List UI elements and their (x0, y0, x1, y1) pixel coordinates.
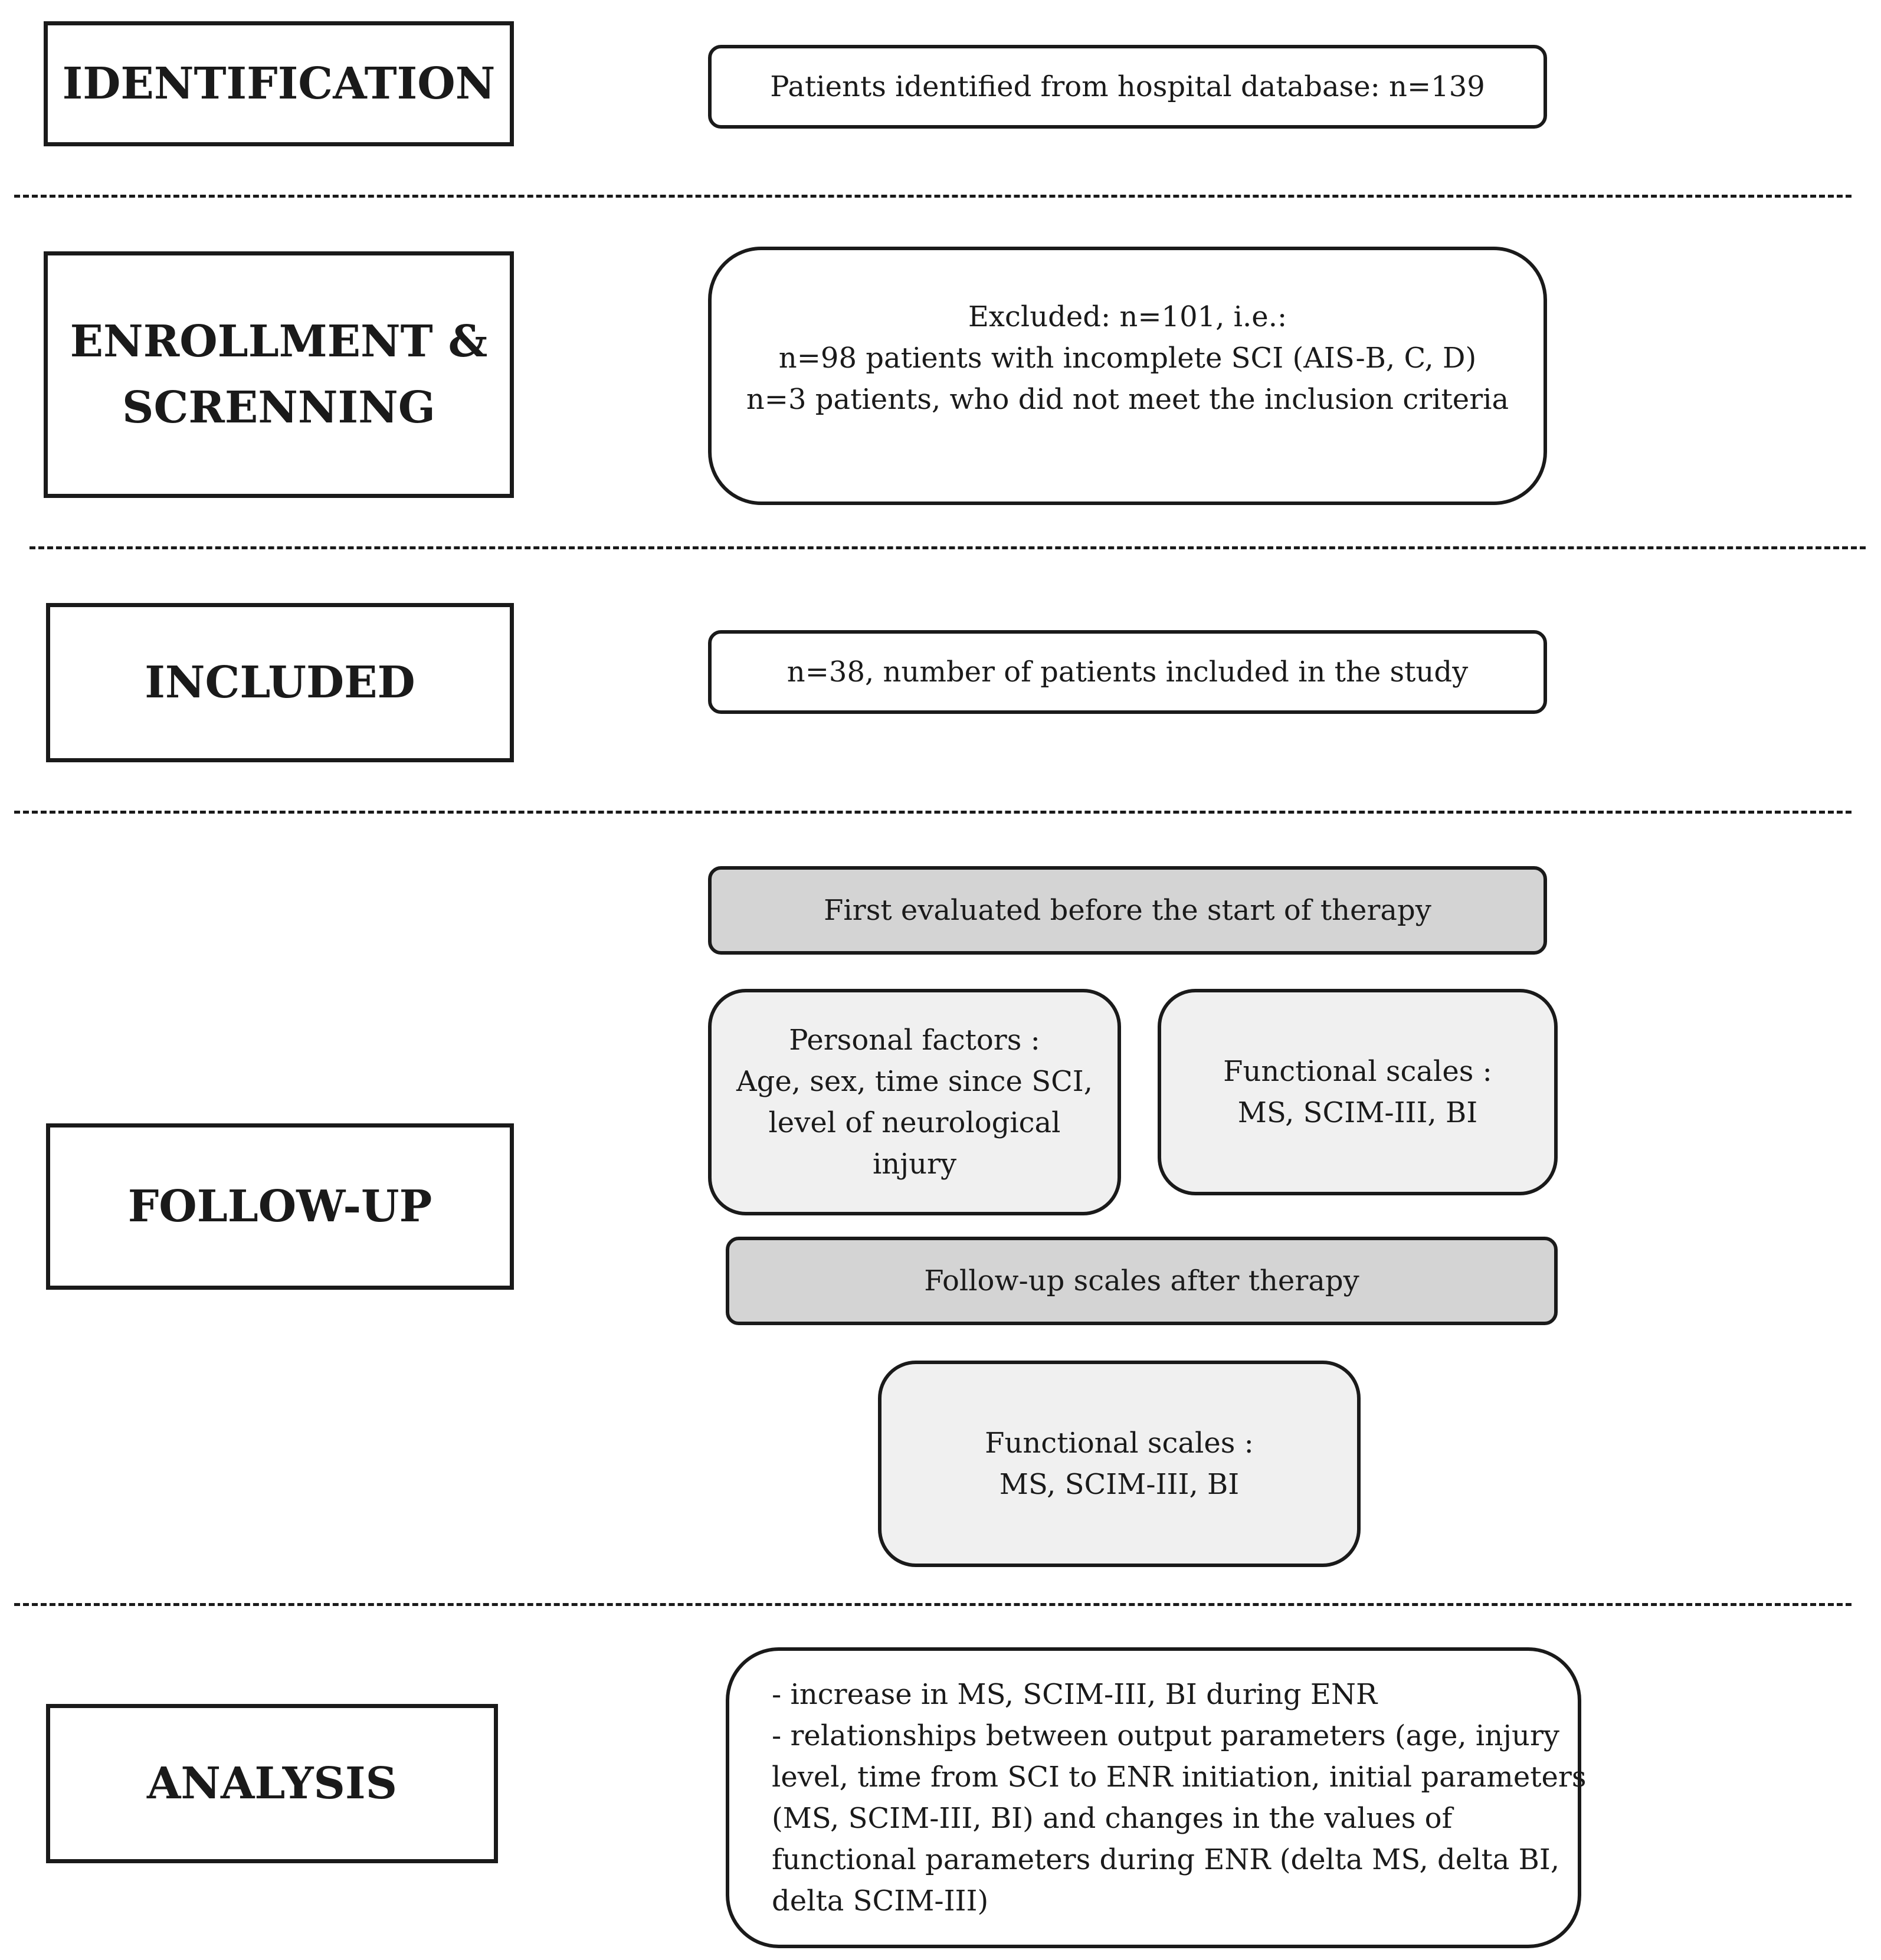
text-line: FOLLOW-UP (127, 1181, 432, 1232)
text-line: ENROLLMENT & (70, 316, 488, 367)
text-line: ANALYSIS (146, 1758, 398, 1809)
text-line: MS, SCIM-III, BI (1237, 1096, 1478, 1129)
text-line: Functional scales : (985, 1427, 1254, 1460)
follow-up-scales-box: Follow-up scales after therapy (726, 1237, 1558, 1325)
text-line: First evaluated before the start of ther… (824, 894, 1431, 927)
text-line: - increase in MS, SCIM-III, BI during EN… (772, 1678, 1378, 1711)
text-line: - relationships between output parameter… (772, 1719, 1560, 1752)
stage-enrollment-screening: ENROLLMENT & SCRENNING (44, 251, 514, 498)
functional-scales-initial-box: Functional scales : MS, SCIM-III, BI (1158, 989, 1558, 1195)
functional-scales-follow-up-box: Functional scales : MS, SCIM-III, BI (878, 1361, 1361, 1567)
stage-included: INCLUDED (46, 603, 514, 762)
text-line: functional parameters during ENR (delta … (772, 1843, 1560, 1876)
section-divider (30, 546, 1866, 549)
text-line: IDENTIFICATION (62, 58, 496, 109)
text-line: level, time from SCI to ENR initiation, … (772, 1761, 1587, 1794)
first-evaluated-box: First evaluated before the start of ther… (708, 866, 1547, 955)
text-line: INCLUDED (145, 657, 415, 708)
excluded-patients-box: Excluded: n=101, i.e.: n=98 patients with… (708, 247, 1547, 505)
section-divider (14, 195, 1851, 198)
text-line: Excluded: n=101, i.e.: (968, 300, 1287, 333)
text-line: delta SCIM-III) (772, 1884, 989, 1918)
text-line: Functional scales : (1223, 1055, 1492, 1088)
personal-factors-box: Personal factors : Age, sex, time since S… (708, 989, 1121, 1215)
section-divider (14, 811, 1851, 814)
text-line: Follow-up scales after therapy (924, 1264, 1359, 1297)
text-line: SCRENNING (122, 382, 435, 433)
text-line: n=38, number of patients included in the… (787, 655, 1469, 689)
text-line: MS, SCIM-III, BI (999, 1468, 1240, 1501)
identified-patients-box: Patients identified from hospital databa… (708, 45, 1547, 129)
analysis-box: - increase in MS, SCIM-III, BI during EN… (726, 1647, 1587, 1948)
text-line: Personal factors : (789, 1024, 1040, 1057)
text-line: n=98 patients with incomplete SCI (AIS-B… (778, 342, 1477, 375)
text-line: Age, sex, time since SCI, (736, 1065, 1093, 1098)
stage-follow-up: FOLLOW-UP (46, 1123, 514, 1290)
section-divider (14, 1603, 1851, 1606)
included-patients-box: n=38, number of patients included in the… (708, 630, 1547, 714)
stage-identification: IDENTIFICATION (44, 21, 514, 146)
text-line: n=3 patients, who did not meet the inclu… (746, 383, 1509, 416)
text-line: (MS, SCIM-III, BI) and changes in the va… (772, 1802, 1453, 1835)
stage-analysis: ANALYSIS (46, 1704, 498, 1863)
text-line: Patients identified from hospital databa… (770, 70, 1485, 103)
text-line: injury (872, 1148, 957, 1181)
text-line: level of neurological (768, 1106, 1061, 1139)
